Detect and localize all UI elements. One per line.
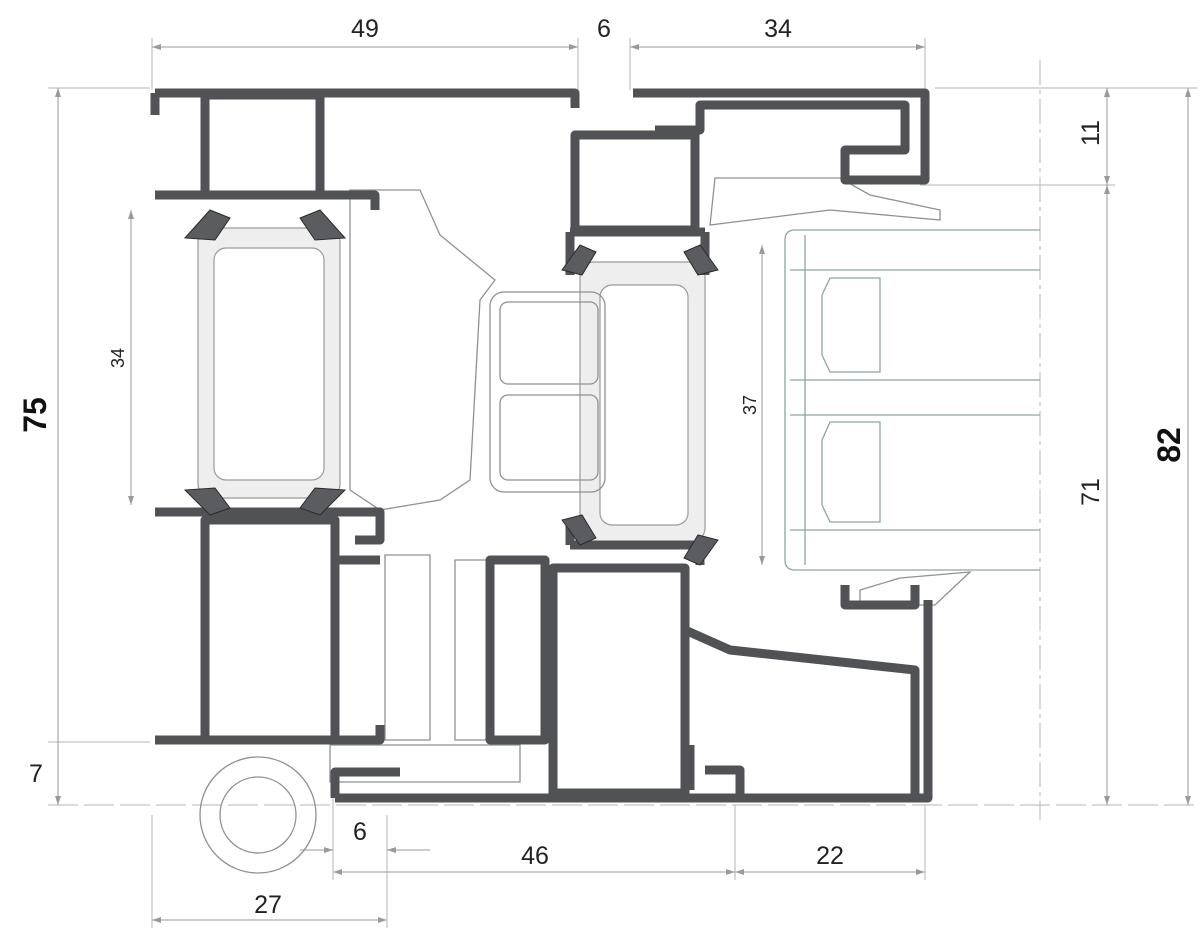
dim-bottom-right: 22 bbox=[816, 842, 844, 870]
glass-unit bbox=[784, 229, 1040, 571]
dimension-labels: 49 6 34 75 82 11 71 34 37 7 6 46 22 27 bbox=[17, 15, 1187, 919]
roller-wheel bbox=[199, 756, 317, 874]
dim-overall-height-right: 82 bbox=[1151, 427, 1187, 463]
dim-right-glass-height: 71 bbox=[1077, 478, 1105, 506]
dim-left-glazing: 34 bbox=[108, 348, 128, 368]
dim-bottom-offset: 7 bbox=[29, 760, 43, 788]
dim-right-top-height: 11 bbox=[1077, 120, 1105, 146]
sill-profile bbox=[330, 600, 933, 803]
dim-overall-height-left: 75 bbox=[17, 397, 53, 433]
dim-top-left-width: 49 bbox=[351, 15, 379, 43]
dim-bottom-small: 6 bbox=[353, 818, 367, 846]
dim-sash-glazing: 37 bbox=[740, 395, 760, 415]
sash-profile bbox=[485, 88, 930, 798]
dim-bottom-center: 46 bbox=[521, 842, 549, 870]
dim-bottom-left: 27 bbox=[254, 891, 282, 919]
thermal-break bbox=[197, 177, 972, 783]
dimension-lines bbox=[55, 44, 1191, 923]
dim-top-right-width: 34 bbox=[764, 15, 792, 43]
frame-profile-left bbox=[150, 88, 580, 745]
dim-top-gap: 6 bbox=[597, 15, 611, 43]
